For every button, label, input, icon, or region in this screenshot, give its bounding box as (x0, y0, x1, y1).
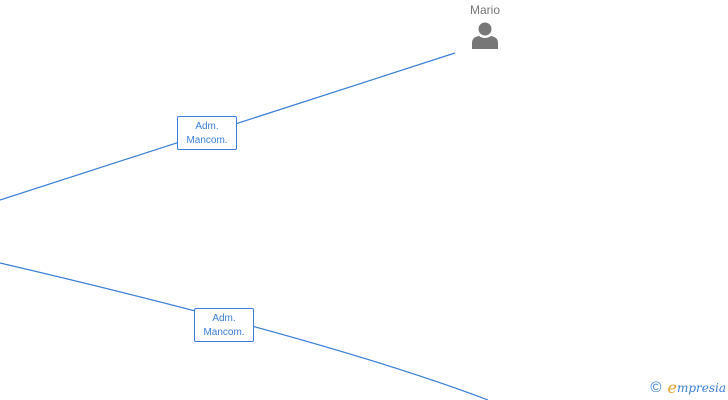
person-icon (472, 22, 498, 49)
empresia-watermark: © e mpresia (650, 379, 726, 397)
edge-company-to-lower-person (0, 262, 489, 400)
brand-logo-text: mpresia (676, 381, 726, 395)
copyright-icon: © (650, 379, 662, 396)
person-name: Mario (469, 3, 500, 17)
person-node-mario[interactable]: Mario (454, 3, 516, 49)
brand-logo-initial: e (667, 378, 677, 397)
relation-label-upper-line1: Adm. (195, 121, 219, 132)
relation-label-upper-line2: Mancom. (186, 135, 228, 146)
relation-label-lower-line2: Mancom. (203, 327, 245, 338)
relation-label-upper[interactable]: Adm. Mancom. (177, 116, 237, 150)
relation-label-lower-line1: Adm. (212, 313, 236, 324)
relation-label-lower[interactable]: Adm. Mancom. (194, 308, 254, 342)
